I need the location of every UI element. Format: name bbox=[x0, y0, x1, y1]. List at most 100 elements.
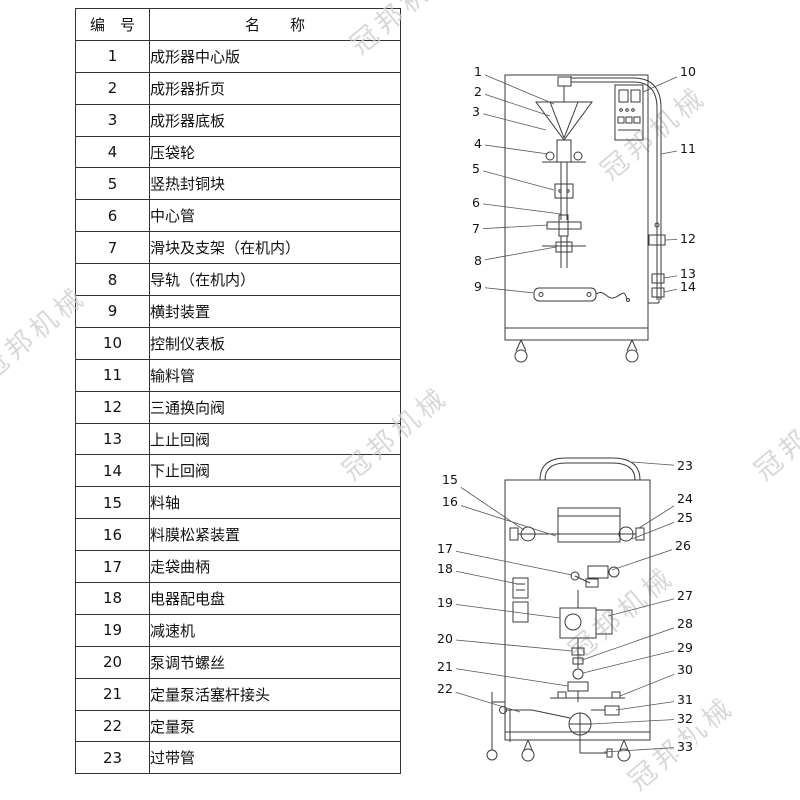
callout-25: 25 bbox=[674, 510, 696, 526]
control-panel bbox=[614, 84, 644, 141]
leader-line bbox=[590, 718, 686, 725]
leader-line bbox=[444, 688, 521, 713]
callout-7: 7 bbox=[469, 221, 483, 237]
callout-23: 23 bbox=[674, 458, 696, 474]
forming-unit bbox=[535, 76, 593, 163]
guide-rail bbox=[542, 236, 586, 268]
part-name: 电器配电盘 bbox=[149, 582, 401, 615]
part-number: 5 bbox=[75, 167, 150, 201]
part-number: 10 bbox=[75, 326, 150, 360]
callout-9: 9 bbox=[471, 279, 485, 295]
leader-line bbox=[475, 168, 555, 191]
part-number: 12 bbox=[75, 390, 150, 424]
part-name: 下止回阀 bbox=[149, 454, 401, 488]
part-number: 8 bbox=[75, 263, 150, 297]
machine-front-view-drawing bbox=[475, 71, 689, 363]
part-number: 17 bbox=[75, 550, 150, 584]
part-number: 11 bbox=[75, 358, 150, 392]
part-name: 减速机 bbox=[149, 613, 401, 647]
callout-15: 15 bbox=[439, 472, 461, 488]
leader-line bbox=[615, 699, 686, 711]
callout-13: 13 bbox=[677, 266, 699, 282]
leader-line bbox=[582, 647, 686, 674]
callout-11: 11 bbox=[677, 141, 699, 157]
col-header-name: 名 称 bbox=[149, 8, 401, 41]
callout-33: 33 bbox=[674, 739, 696, 755]
part-number: 9 bbox=[75, 295, 150, 328]
part-number: 1 bbox=[75, 39, 150, 73]
cabinet-outline bbox=[504, 479, 651, 741]
callout-3: 3 bbox=[469, 104, 483, 120]
pump-bracket bbox=[550, 691, 625, 699]
part-name: 中心管 bbox=[149, 199, 401, 233]
part-number: 7 bbox=[75, 231, 150, 265]
bag-press-wheel bbox=[573, 151, 583, 161]
over-tube bbox=[539, 457, 641, 481]
callout-6: 6 bbox=[469, 195, 483, 211]
parts-table-header: 编 号 名 称 bbox=[75, 8, 401, 41]
leader-line bbox=[603, 746, 686, 753]
leader-line bbox=[444, 568, 519, 585]
callout-21: 21 bbox=[434, 659, 456, 675]
coupling-disc bbox=[572, 668, 584, 680]
part-name: 横封装置 bbox=[149, 295, 401, 328]
adjust-screw bbox=[571, 638, 585, 668]
leader-line bbox=[477, 71, 555, 105]
callout-30: 30 bbox=[674, 662, 696, 678]
callout-16: 16 bbox=[439, 494, 461, 510]
leader-line bbox=[607, 595, 686, 617]
part-name: 成形器底板 bbox=[149, 103, 401, 137]
part-number: 16 bbox=[75, 518, 150, 552]
reducer bbox=[559, 607, 613, 639]
callout-8: 8 bbox=[471, 253, 485, 269]
col-header-number: 编 号 bbox=[75, 8, 150, 41]
part-number: 4 bbox=[75, 135, 150, 169]
part-name: 过带管 bbox=[149, 741, 401, 775]
callout-22: 22 bbox=[434, 681, 456, 697]
part-number: 22 bbox=[75, 709, 150, 743]
part-number: 2 bbox=[75, 71, 150, 105]
part-name: 滑块及支架（在机内） bbox=[149, 231, 401, 265]
callout-19: 19 bbox=[434, 595, 456, 611]
part-name: 定量泵 bbox=[149, 709, 401, 743]
part-name: 竖热封铜块 bbox=[149, 167, 401, 201]
callout-31: 31 bbox=[674, 692, 696, 708]
film-tension-device bbox=[557, 507, 621, 543]
metering-pump bbox=[568, 705, 620, 736]
callout-1: 1 bbox=[471, 64, 485, 80]
callout-26: 26 bbox=[672, 538, 694, 554]
callout-2: 2 bbox=[471, 84, 485, 100]
caster-wheels bbox=[514, 339, 639, 363]
left-leg bbox=[486, 692, 505, 761]
part-number: 15 bbox=[75, 486, 150, 520]
leader-line bbox=[475, 224, 549, 230]
callout-5: 5 bbox=[469, 161, 483, 177]
part-name: 导轨（在机内） bbox=[149, 263, 401, 297]
part-name: 成形器中心版 bbox=[149, 39, 401, 73]
leader-line bbox=[477, 91, 551, 117]
leader-line bbox=[581, 623, 686, 661]
part-number: 21 bbox=[75, 677, 150, 711]
leader-line bbox=[444, 548, 573, 576]
callout-24: 24 bbox=[674, 491, 696, 507]
leader-line bbox=[475, 202, 562, 215]
